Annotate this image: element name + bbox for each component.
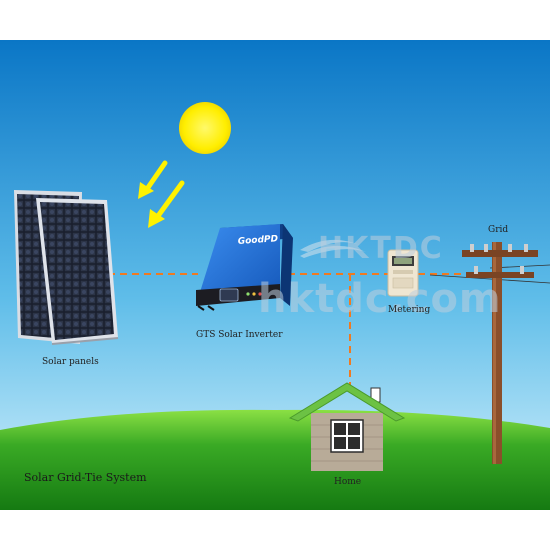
watermark-logo <box>300 239 366 258</box>
solar-panels-icon <box>14 190 119 345</box>
grid-label: Grid <box>488 225 509 235</box>
dc-ac-wire <box>108 273 500 388</box>
watermark-top-text: HKTDC <box>318 231 444 266</box>
sunlight-arrow-icon <box>138 160 168 199</box>
watermark-bottom-text: hktdc.com <box>258 276 502 322</box>
diagram-title: Solar Grid-Tie System <box>24 471 147 484</box>
utility-pole-icon <box>429 242 550 464</box>
home-icon <box>288 382 406 471</box>
inverter-label: GTS Solar Inverter <box>196 330 283 340</box>
solar-inverter-icon <box>196 224 293 311</box>
home-label: Home <box>334 477 362 487</box>
sun-icon <box>179 102 231 154</box>
solar-panels-label: Solar panels <box>42 357 99 367</box>
inverter-brand-label: GoodPD <box>238 234 279 247</box>
metering-label: Metering <box>388 305 431 315</box>
electric-meter-icon <box>387 249 419 297</box>
sunlight-arrow-icon <box>148 180 185 228</box>
grass-ground <box>0 409 550 510</box>
